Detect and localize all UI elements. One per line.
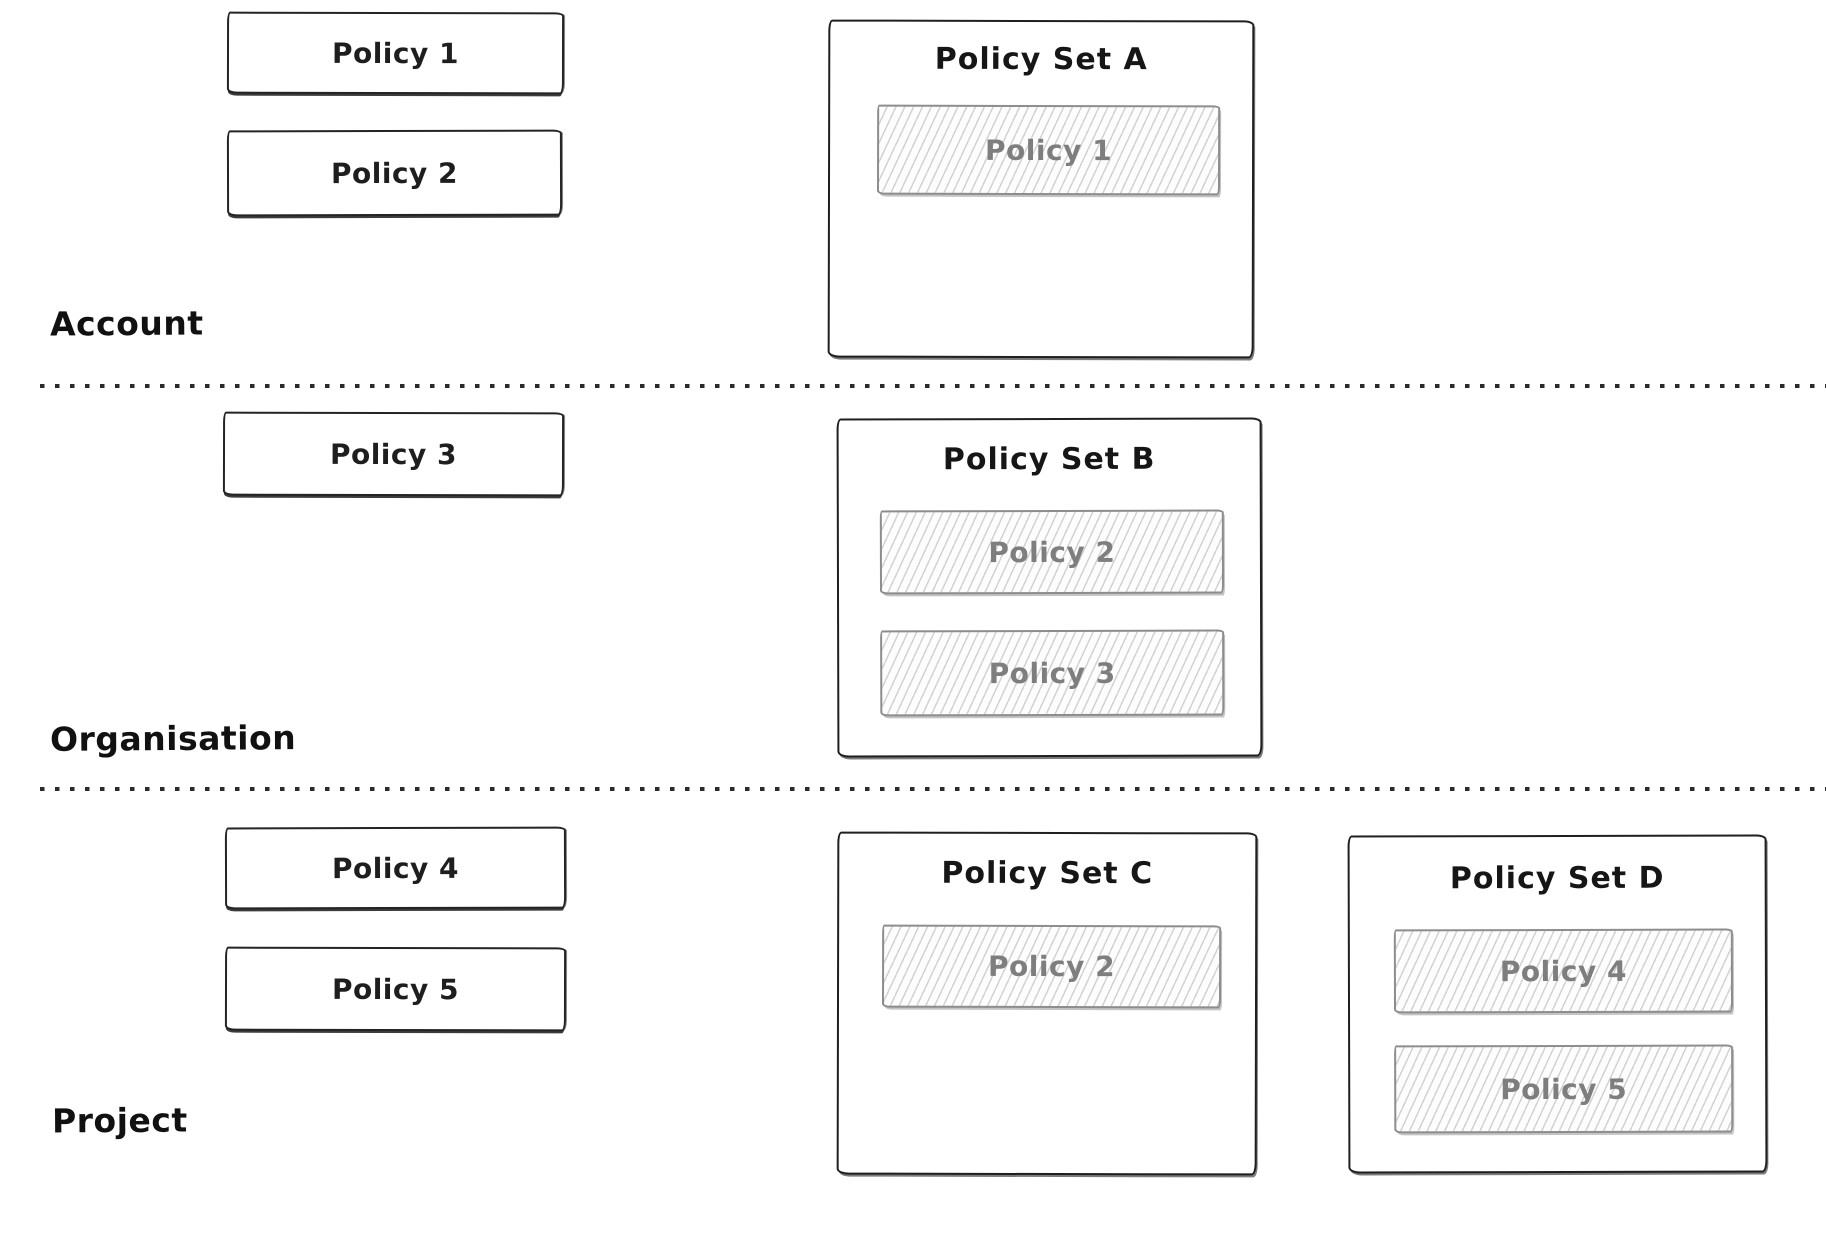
policy-set-d-title: Policy Set D <box>1449 860 1665 897</box>
policy-3-label: Policy 3 <box>329 437 458 471</box>
policy-set-b-member-policy-2: Policy 2 <box>879 509 1225 595</box>
policy-set-c-container: Policy Set C Policy 2 <box>836 831 1258 1176</box>
policy-set-a-member-policy-1-label: Policy 1 <box>985 133 1113 167</box>
row-label-account: Account <box>49 303 204 344</box>
divider-account-organisation <box>40 384 1826 388</box>
policy-set-b-container: Policy Set B Policy 2 Policy 3 <box>836 417 1263 758</box>
policy-4-box: Policy 4 <box>224 826 567 910</box>
policy-set-d-member-policy-5: Policy 5 <box>1394 1044 1734 1134</box>
policy-set-a-member-policy-1: Policy 1 <box>876 104 1221 196</box>
policy-set-b-member-policy-3: Policy 3 <box>880 629 1225 717</box>
policy-set-c-title: Policy Set C <box>941 855 1154 892</box>
policy-set-a-title: Policy Set A <box>934 41 1148 78</box>
policy-set-c-member-policy-2: Policy 2 <box>881 924 1222 1009</box>
policy-2-label: Policy 2 <box>330 156 459 190</box>
policy-set-b-title: Policy Set B <box>942 441 1156 478</box>
policy-set-d-container: Policy Set D Policy 4 Policy 5 <box>1347 834 1768 1174</box>
policy-set-c-member-policy-2-label: Policy 2 <box>988 949 1116 984</box>
policy-1-box: Policy 1 <box>226 11 565 95</box>
policy-set-d-member-policy-5-label: Policy 5 <box>1500 1072 1628 1106</box>
policy-set-a-container: Policy Set A Policy 1 <box>827 19 1255 359</box>
row-label-organisation: Organisation <box>49 718 297 759</box>
policy-set-b-member-policy-2-label: Policy 2 <box>988 535 1116 569</box>
policy-3-box: Policy 3 <box>222 411 565 497</box>
policy-2-box: Policy 2 <box>226 129 563 217</box>
row-label-project: Project <box>51 1100 188 1141</box>
policy-set-b-member-policy-3-label: Policy 3 <box>988 656 1116 690</box>
policy-1-label: Policy 1 <box>331 36 460 70</box>
policy-5-label: Policy 5 <box>331 972 460 1006</box>
policy-5-box: Policy 5 <box>224 946 567 1032</box>
divider-organisation-project <box>40 787 1826 791</box>
policy-4-label: Policy 4 <box>331 851 460 885</box>
policy-set-d-member-policy-4-label: Policy 4 <box>1499 954 1627 988</box>
policy-set-d-member-policy-4: Policy 4 <box>1393 928 1734 1014</box>
